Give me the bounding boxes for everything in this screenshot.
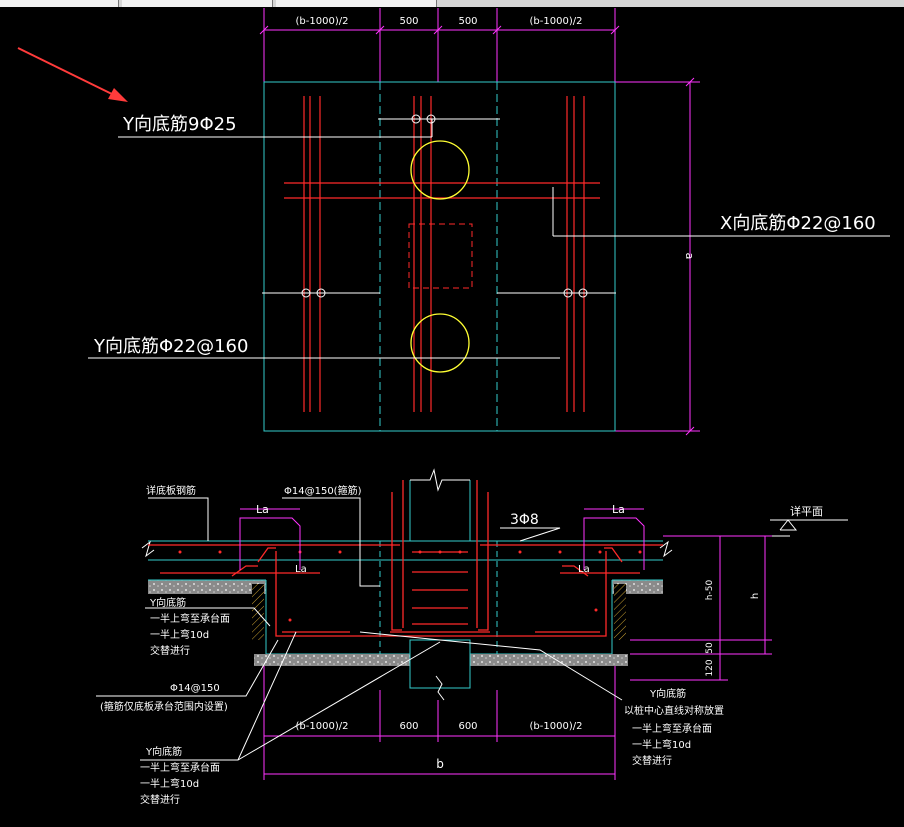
svg-text:Y向底筋: Y向底筋 <box>145 745 182 758</box>
section-stirrup-note: Φ14@150 (箍筋仅底板承台范围内设置) <box>100 683 228 713</box>
section-label-stirrup-top: Φ14@150(箍筋) <box>284 484 362 497</box>
plan-vertical-rebars <box>303 96 585 412</box>
svg-text:交替进行: 交替进行 <box>632 754 672 767</box>
plan-dim-2: 500 <box>399 16 418 27</box>
plan-top-dimension <box>259 8 620 82</box>
plan-label-y-top: Y向底筋9Φ25 <box>122 114 237 135</box>
column-outline <box>408 223 473 289</box>
svg-text:一半上弯至承台面: 一半上弯至承台面 <box>632 722 712 735</box>
section-bottom-note: Y向底筋 一半上弯至承台面 一半上弯10d 交替进行 <box>140 745 220 806</box>
tab-3[interactable] <box>276 0 437 7</box>
svg-text:一半上弯10d: 一半上弯10d <box>150 628 209 641</box>
plan-label-x-right: X向底筋Φ22@160 <box>720 213 876 234</box>
plan-dim-a: a <box>683 253 696 260</box>
section-la-small-left: La <box>295 564 307 575</box>
section-dim-1: (b-1000)/2 <box>296 721 349 732</box>
svg-text:Y向底筋: Y向底筋 <box>149 596 186 609</box>
svg-text:交替进行: 交替进行 <box>140 793 180 806</box>
section-right-note: Y向底筋 以桩中心直线对称放置 一半上弯至承台面 一半上弯10d 交替进行 <box>624 687 724 767</box>
section-la-small-right: La <box>578 564 590 575</box>
plan-dim-3: 500 <box>458 16 477 27</box>
section-dim-b: b <box>436 757 444 771</box>
svg-text:一半上弯10d: 一半上弯10d <box>632 738 691 751</box>
tab-1[interactable] <box>0 0 119 7</box>
section-la-right: La <box>612 503 625 516</box>
section-dim-h: h <box>750 593 761 599</box>
plan-horizontal-rebars <box>284 182 600 199</box>
section-dim-50: 50 <box>705 642 715 654</box>
section-dim-4: (b-1000)/2 <box>530 721 583 732</box>
top-tab-strip <box>0 0 904 7</box>
pile-top <box>410 140 470 200</box>
plan-dim-1: (b-1000)/2 <box>296 16 349 27</box>
pile-bottom <box>410 313 470 373</box>
pile-cap-outline <box>263 81 616 432</box>
plan-dim-4: (b-1000)/2 <box>530 16 583 27</box>
section-label-bars: 3Φ8 <box>510 512 539 528</box>
section-rebars <box>148 480 663 637</box>
section-view: La La La La 详平面 h-50 50 120 h <box>96 468 848 806</box>
section-dim-h50: h-50 <box>705 580 715 601</box>
section-left-note: Y向底筋 一半上弯至承台面 一半上弯10d 交替进行 <box>149 596 230 657</box>
section-label-top-rebar: 详底板钢筋 <box>146 484 196 497</box>
section-la-left: La <box>256 503 269 516</box>
section-dim-120: 120 <box>705 659 715 676</box>
svg-text:Y向底筋: Y向底筋 <box>649 687 686 700</box>
svg-text:(箍筋仅底板承台范围内设置): (箍筋仅底板承台范围内设置) <box>100 700 228 713</box>
pointer-arrow-icon <box>17 47 128 102</box>
svg-text:Φ14@150: Φ14@150 <box>170 683 220 694</box>
section-ground-label: 详平面 <box>790 504 823 518</box>
tab-2[interactable] <box>122 0 273 7</box>
svg-text:以桩中心直线对称放置: 以桩中心直线对称放置 <box>624 704 724 717</box>
plan-label-y-bottom: Y向底筋Φ22@160 <box>93 336 248 357</box>
svg-text:一半上弯10d: 一半上弯10d <box>140 777 199 790</box>
plan-view: (b-1000)/2 500 500 (b-1000)/2 a <box>88 8 890 436</box>
svg-text:一半上弯至承台面: 一半上弯至承台面 <box>150 612 230 625</box>
svg-text:一半上弯至承台面: 一半上弯至承台面 <box>140 761 220 774</box>
svg-text:交替进行: 交替进行 <box>150 644 190 657</box>
plan-right-dimension <box>615 77 700 436</box>
section-dim-2: 600 <box>399 721 418 732</box>
section-dim-3: 600 <box>458 721 477 732</box>
